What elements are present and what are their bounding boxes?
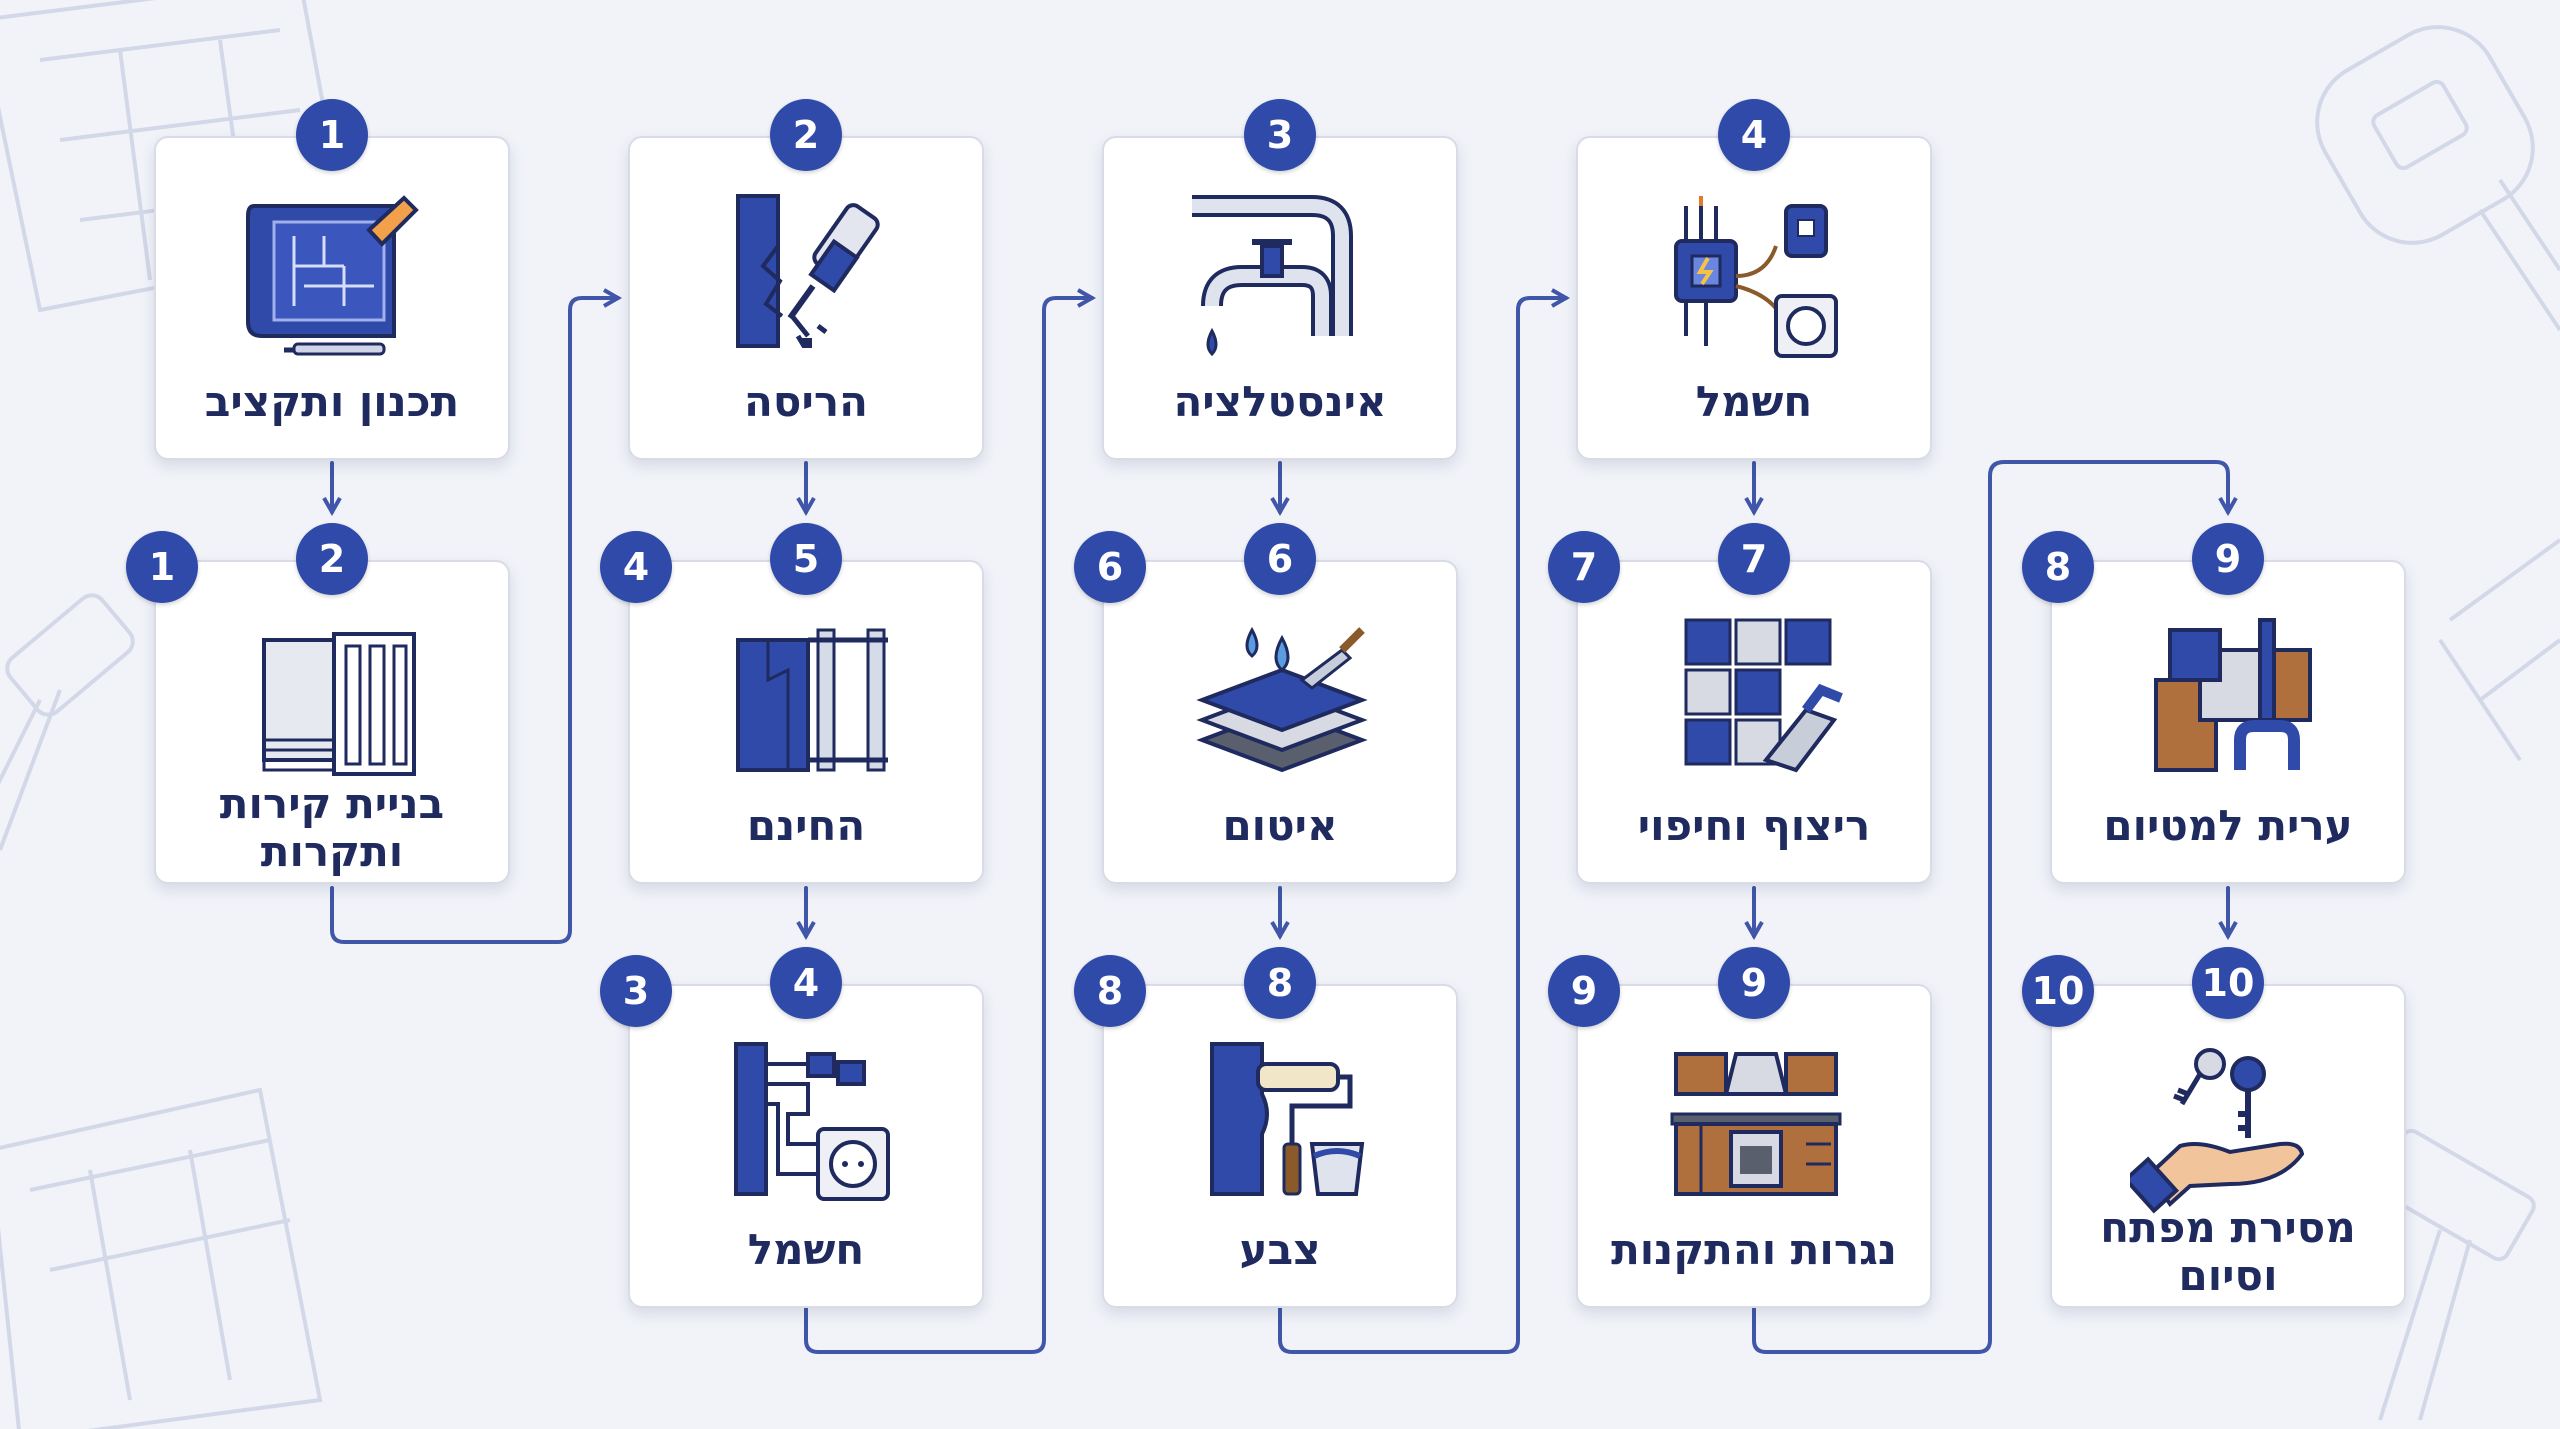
step-number-badge: 3 xyxy=(1244,99,1316,171)
step-number-badge: 4 xyxy=(1718,99,1790,171)
connector-c2-c3 xyxy=(330,288,623,944)
step-label: חשמל xyxy=(747,1225,865,1274)
step-number-badge: 9 xyxy=(2192,523,2264,595)
side-number-badge: 9 xyxy=(1548,955,1620,1027)
step-label: החינם xyxy=(746,801,866,850)
connector-c5-c6 xyxy=(804,288,1097,1354)
step-card-walls-ceilings[interactable]: בניית קירות ותקרות xyxy=(154,560,510,884)
step-label: צבע xyxy=(1239,1225,1321,1274)
step-card-tiling[interactable]: ריצוף וחיפוי xyxy=(1576,560,1932,884)
step-label: מסירת מפתח וסיום xyxy=(2100,1203,2356,1300)
step-label: אינסטלציה xyxy=(1173,377,1387,426)
tape-measure-decoration-icon xyxy=(2315,25,2560,332)
step-label: ערית למטיום xyxy=(2103,801,2353,850)
step-number-badge: 2 xyxy=(770,99,842,171)
step-number-badge: 7 xyxy=(1718,523,1790,595)
electrical-panel-icon xyxy=(1674,196,1838,358)
side-number-badge: 3 xyxy=(600,955,672,1027)
step-card-carpentry[interactable]: נגרות והתקנות xyxy=(1576,984,1932,1308)
floorplan-decoration-icon xyxy=(0,1087,323,1429)
step-number-badge: 10 xyxy=(2192,947,2264,1019)
floor-tiles-icon xyxy=(1684,618,1843,773)
connector-c8-c9 xyxy=(1278,288,1571,1354)
step-card-plasterboard[interactable]: החינם xyxy=(628,560,984,884)
step-card-plumbing[interactable]: אינסטלציה xyxy=(1102,136,1458,460)
step-card-electrical-2[interactable]: חשמל xyxy=(1576,136,1932,460)
blueprint-pencil-icon xyxy=(246,195,419,356)
step-number-badge: 4 xyxy=(770,947,842,1019)
side-number-badge: 10 xyxy=(2022,955,2094,1027)
step-card-electrical-1[interactable]: חשמל xyxy=(628,984,984,1308)
step-card-planning[interactable]: תכנון ותקציב xyxy=(154,136,510,460)
step-label: איטום xyxy=(1222,801,1338,850)
plasterboard-frame-icon xyxy=(736,628,888,772)
step-number-badge: 9 xyxy=(1718,947,1790,1019)
step-card-waterproofing[interactable]: איטום xyxy=(1102,560,1458,884)
paint-roller-icon xyxy=(1210,1042,1365,1196)
step-number-badge: 2 xyxy=(296,523,368,595)
step-label: תכנון ותקציב xyxy=(204,377,460,426)
electrical-outlet-icon xyxy=(734,1042,890,1201)
step-label: חשמל xyxy=(1695,377,1813,426)
step-label: הריסה xyxy=(744,377,868,426)
step-label: נגרות והתקנות xyxy=(1611,1225,1897,1274)
step-number-badge: 5 xyxy=(770,523,842,595)
step-card-key-handover[interactable]: מסירת מפתח וסיום xyxy=(2050,984,2406,1308)
waterproofing-layers-icon xyxy=(1196,626,1368,773)
finishing-materials-icon xyxy=(2154,618,2312,772)
side-number-badge: 8 xyxy=(1074,955,1146,1027)
key-handover-icon xyxy=(2130,1048,2305,1214)
paint-roller-decoration-icon xyxy=(0,593,135,851)
step-card-finishing-materials[interactable]: ערית למטיום xyxy=(2050,560,2406,884)
side-number-badge: 1 xyxy=(126,531,198,603)
step-number-badge: 6 xyxy=(1244,523,1316,595)
connector-c11-c12 xyxy=(1752,460,2238,1354)
side-number-badge: 6 xyxy=(1074,531,1146,603)
jackhammer-wall-icon xyxy=(736,194,880,348)
side-number-badge: 7 xyxy=(1548,531,1620,603)
side-number-badge: 4 xyxy=(600,531,672,603)
step-number-badge: 1 xyxy=(296,99,368,171)
plumbing-pipes-icon xyxy=(1192,195,1353,357)
step-card-paint[interactable]: צבע xyxy=(1102,984,1458,1308)
step-label: ריצוף וחיפוי xyxy=(1637,801,1871,850)
step-number-badge: 8 xyxy=(1244,947,1316,1019)
drywall-frame-icon xyxy=(262,632,416,776)
step-card-demolition[interactable]: הריסה xyxy=(628,136,984,460)
step-label: בניית קירות ותקרות xyxy=(219,779,445,876)
side-number-badge: 8 xyxy=(2022,531,2094,603)
kitchen-cabinets-icon xyxy=(1670,1052,1842,1196)
